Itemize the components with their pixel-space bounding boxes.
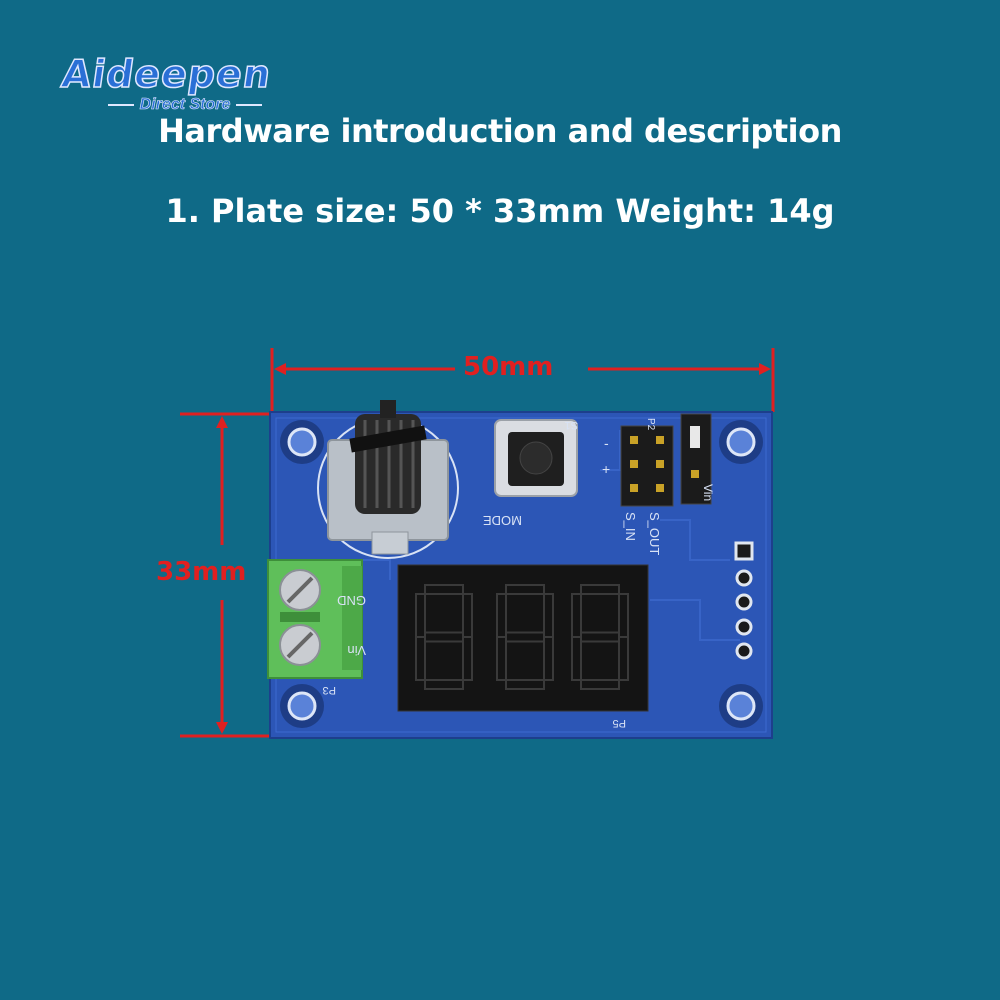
display-segment xyxy=(580,584,620,595)
display-segment xyxy=(543,636,554,681)
display-segment xyxy=(496,593,507,638)
pin-header-p2 xyxy=(620,413,712,507)
display-digit xyxy=(571,584,629,690)
display-segment xyxy=(580,631,620,643)
label-gnd: GND xyxy=(337,593,366,608)
display-segment xyxy=(424,631,464,643)
height-dimension-label: 33mm xyxy=(156,557,247,587)
screw-terminal xyxy=(267,559,363,679)
label-p3: P3 xyxy=(323,684,336,696)
potentiometer-knob xyxy=(317,400,459,559)
label-vin: Vin xyxy=(347,643,366,658)
display-segment xyxy=(424,584,464,595)
label-minus: - xyxy=(604,435,609,451)
label-s-out: S_OUT xyxy=(647,512,662,555)
page-title: Hardware introduction and description xyxy=(158,112,842,150)
display-digit xyxy=(496,584,554,690)
label-p2: P2 xyxy=(645,418,656,431)
label-p5: P5 xyxy=(613,717,626,729)
display-segment xyxy=(505,631,545,643)
display-segment xyxy=(462,636,473,681)
mode-push-button xyxy=(494,419,578,497)
display-segment xyxy=(580,679,620,690)
seven-segment-display xyxy=(397,564,649,712)
label-s1: S1 xyxy=(565,419,578,431)
brand-tagline: Direct Store xyxy=(80,96,290,114)
width-dimension xyxy=(270,348,775,412)
display-segment xyxy=(505,584,545,595)
mounting-holes xyxy=(280,420,763,728)
label-plus: + xyxy=(602,461,610,477)
display-digit xyxy=(415,584,473,690)
side-pads xyxy=(734,541,754,660)
display-segment xyxy=(415,593,426,638)
label-mode: MODE xyxy=(483,513,522,528)
width-dimension-label: 50mm xyxy=(463,352,554,382)
display-segment xyxy=(424,679,464,690)
label-s-in: S_IN xyxy=(623,512,638,541)
display-segment xyxy=(571,593,582,638)
label-vin-top: Vin xyxy=(701,484,715,501)
display-segment xyxy=(505,679,545,690)
page-subtitle: 1. Plate size: 50 * 33mm Weight: 14g xyxy=(165,192,835,230)
brand-logo: Aideepen Direct Store xyxy=(58,51,290,122)
display-segment xyxy=(618,636,629,681)
